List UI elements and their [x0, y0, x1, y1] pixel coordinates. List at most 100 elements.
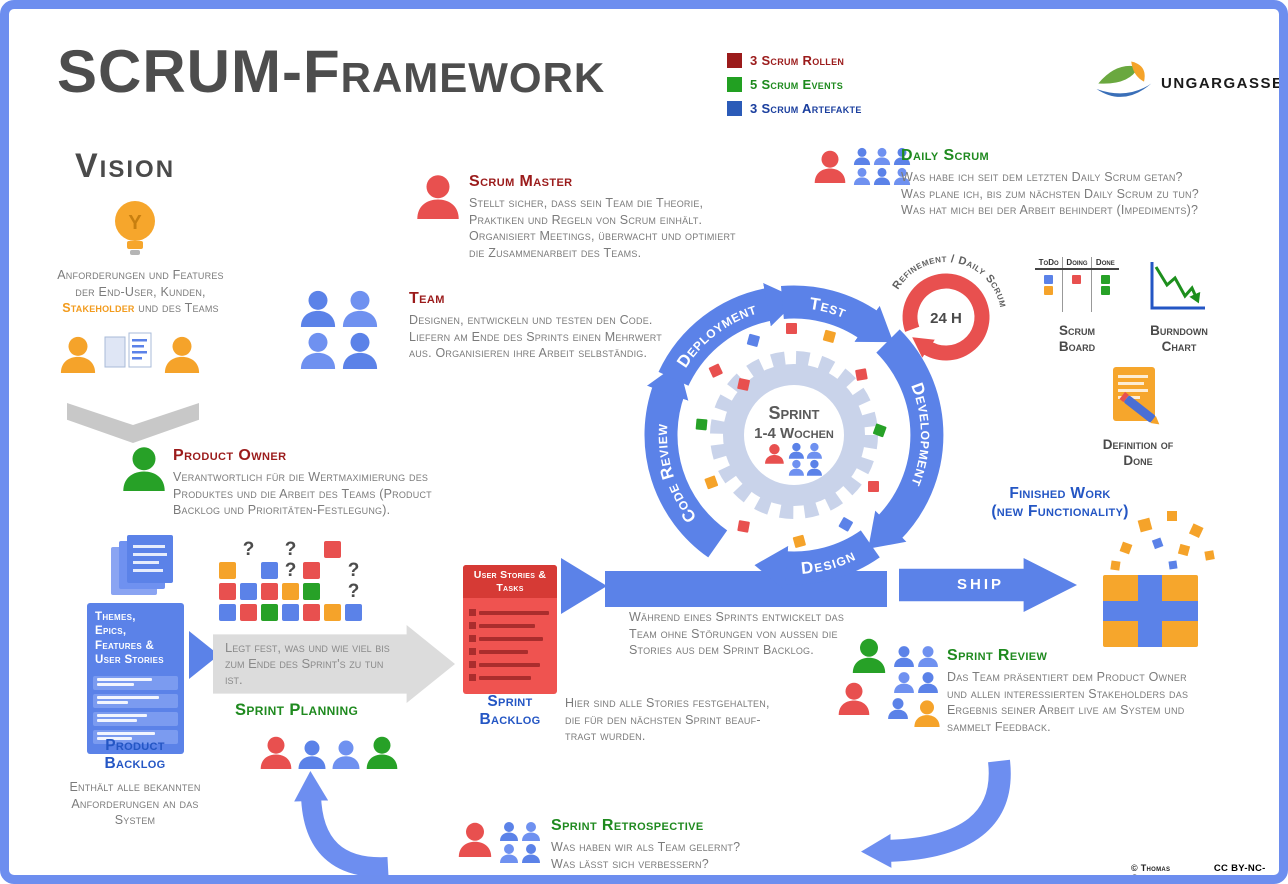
team-member-icon: [342, 332, 378, 369]
box-line: Themes,: [95, 611, 136, 623]
retrospective-people-icons: [457, 821, 547, 867]
daily-scrum-question: Was habe ich seit dem letzten Daily Scru…: [901, 170, 1183, 184]
stakeholder-icon: [60, 336, 96, 373]
refinement-loop-icon: Refinement / Daily Scrum 24 H: [890, 253, 1009, 361]
product-owner-icon: [123, 447, 165, 491]
team-member-icon: [342, 290, 378, 327]
refinement-arrow: [902, 273, 990, 361]
product-backlog-title: Product Backlog: [104, 737, 166, 773]
blue-square-icon: [727, 101, 742, 116]
daily-scrum-questions: Was habe ich seit dem letzten Daily Scru…: [901, 169, 1251, 219]
question-mark: ?: [284, 560, 297, 581]
cycle-segment-deployment: [658, 283, 799, 387]
board-column-label: ToDo: [1035, 257, 1064, 268]
planning-estimation-squares: ?? ?? ?: [219, 539, 362, 625]
stakeholder-group: [59, 329, 209, 377]
sprint-retrospective-questions: Was haben wir als Team gelernt? Was läss…: [551, 839, 821, 872]
copyright: © Thomas Gürth: [1131, 863, 1171, 883]
box-line: User Stories: [95, 654, 164, 667]
team-member-icon: [522, 822, 540, 841]
backlog-item: [93, 675, 178, 690]
scrum-master-text: Stellt sicher, dass sein Team die Theori…: [469, 196, 736, 260]
stakeholder-icon: [164, 336, 200, 373]
vision-text: Anforderungen und Features der End-User,…: [53, 267, 228, 317]
retrospective-question: Was lässt sich verbessern?: [551, 856, 709, 871]
gear-icon: [710, 351, 878, 519]
legend-label: 5 Scrum Events: [750, 77, 843, 92]
finished-work-line1: Finished Work: [1009, 485, 1111, 502]
svg-text:Y: Y: [128, 212, 142, 234]
cycle-segment-design: [754, 530, 880, 590]
scrum-master-icon: [458, 822, 492, 857]
cycle-segment-development: [868, 329, 944, 549]
scrum-master-icon: [260, 736, 292, 769]
board-column-label: Done: [1095, 258, 1115, 267]
finished-work-line2: (new Functionality): [991, 503, 1129, 521]
backlog-item: [93, 729, 178, 744]
question-mark: ?: [347, 581, 360, 602]
vision-highlight: Stakeholder: [62, 301, 135, 315]
product-owner-title: Product Owner: [173, 447, 287, 464]
legend: 3 Scrum Rollen 5 Scrum Events 3 Scrum Ar…: [727, 53, 862, 116]
team-member-icon: [918, 672, 938, 693]
documents-icon: [104, 332, 152, 368]
curved-arrow-to-retrospective-icon: [861, 759, 1011, 868]
product-owner-icon: [366, 736, 398, 769]
burndown-chart-icon: [1150, 262, 1205, 310]
sprint-cycle: Code Review Deployment Test Development …: [644, 283, 944, 590]
legend-label: 3 Scrum Artefakte: [750, 101, 862, 116]
backlog-documents-icon: [111, 535, 173, 595]
question-mark: ?: [242, 539, 255, 560]
curved-arrow-to-planning-icon: [294, 771, 389, 875]
sprint-center-line2: 1-4 Wochen: [754, 425, 834, 442]
page-title: SCRUM-Framework: [57, 37, 605, 106]
team-text: Designen, entwickeln und testen den Code…: [409, 313, 662, 360]
planning-arrow-text: Legt fest, was und wie viel bis zum Ende…: [225, 639, 390, 688]
leaf-logo-icon: [1096, 61, 1152, 97]
definition-of-done-icon: [1113, 367, 1160, 425]
confetti-squares: [1110, 511, 1215, 571]
team-member-icon: [500, 844, 518, 863]
logo: UNGARGASSE: [1091, 57, 1284, 109]
sprint-backlog-box: User Stories & Tasks: [463, 565, 557, 695]
team-member-icon: [522, 844, 540, 863]
flow-arrowhead-icon: [561, 558, 607, 614]
team-member-icon: [300, 290, 336, 327]
team-member-icon: [888, 698, 908, 719]
box-line: Epics,: [95, 625, 127, 638]
team-member-icon: [300, 332, 336, 369]
gift-box-icon: [1103, 511, 1215, 647]
burndown-chart-title: Burndown Chart: [1150, 323, 1208, 354]
product-owner-text: Verantwortlich für die Wertmaximierung d…: [173, 470, 432, 517]
page-title-bold: SCRUM: [57, 38, 282, 105]
sprint-backlog-caption: Hier sind alle Stories festgehalten, die…: [565, 696, 770, 743]
team-title: Team: [409, 290, 445, 307]
legend-label: 3 Scrum Rollen: [750, 53, 845, 68]
box-line: Features &: [95, 639, 155, 652]
sprint-backlog-title: Sprint Backlog: [479, 693, 541, 729]
cycle-segment-test: [780, 285, 894, 343]
sprint-review-text: Das Team präsentiert dem Product Owner u…: [947, 670, 1189, 734]
lightbulb-icon: Y: [115, 201, 155, 255]
sprint-review-title: Sprint Review: [947, 647, 1048, 664]
team-member-icon: [873, 147, 891, 165]
question-mark: ?: [347, 560, 360, 581]
green-square-icon: [727, 77, 742, 92]
scrum-board-title: Scrum Board: [1058, 323, 1096, 354]
product-backlog-box-title: Themes, Epics, Features & User Stories: [87, 608, 184, 672]
scrum-master-icon: [814, 150, 846, 183]
legend-item-artefakte: 3 Scrum Artefakte: [727, 101, 862, 116]
sprint-planning-title: Sprint Planning: [235, 701, 359, 719]
logo-text: UNGARGASSE: [1161, 74, 1284, 92]
product-backlog-caption: Enthält alle bekannten Anforderungen an …: [69, 780, 201, 827]
planning-people-icons: [259, 729, 404, 775]
scrum-master-icon: [838, 682, 870, 715]
team-member-icon: [894, 672, 914, 693]
definition-of-done-title: Definition of Done: [1102, 437, 1174, 468]
scrum-master-icon: [417, 175, 459, 219]
legend-item-events: 5 Scrum Events: [727, 77, 862, 92]
red-square-icon: [727, 53, 742, 68]
team-member-icon: [332, 740, 360, 769]
backlog-item: [93, 693, 178, 708]
legend-item-rollen: 3 Scrum Rollen: [727, 53, 862, 68]
